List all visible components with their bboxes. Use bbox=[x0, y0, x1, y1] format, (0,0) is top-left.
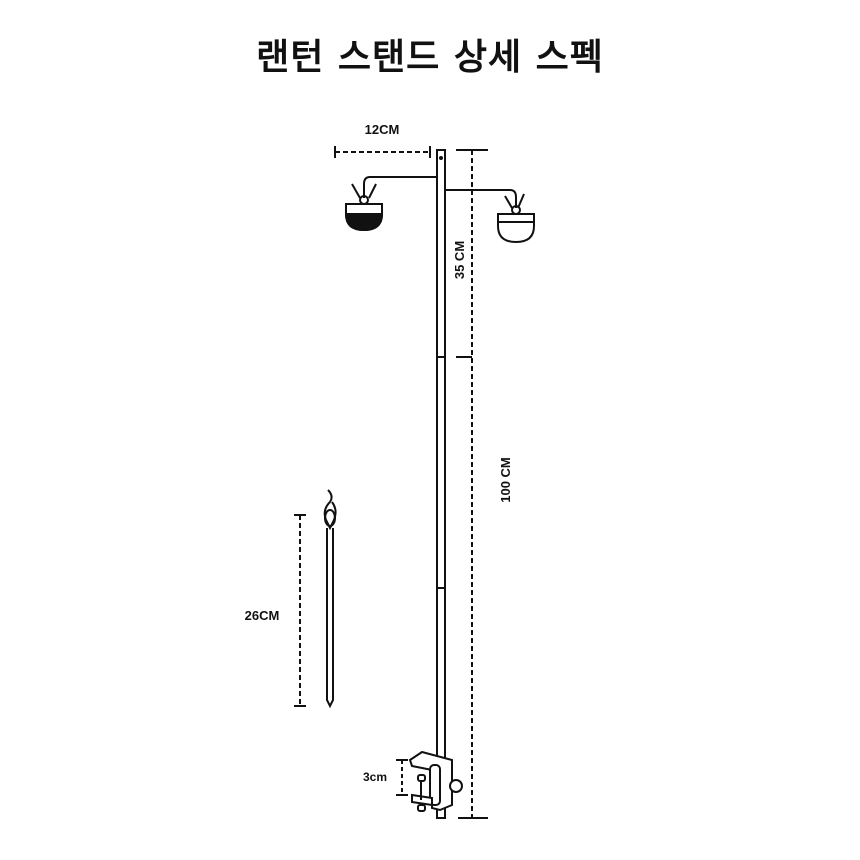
stake-length-label: 26CM bbox=[245, 608, 280, 623]
arm-width-label: 12CM bbox=[365, 122, 400, 137]
clamp-dimension bbox=[396, 759, 408, 796]
clamp bbox=[408, 750, 463, 812]
pole-length-label: 100 CM bbox=[498, 457, 513, 503]
left-lantern bbox=[344, 176, 437, 232]
stake-dimension bbox=[294, 514, 306, 707]
pole-height-dimension bbox=[456, 149, 488, 819]
clamp-opening-label: 3cm bbox=[363, 770, 387, 784]
right-lantern bbox=[445, 189, 535, 244]
ground-stake bbox=[323, 489, 337, 709]
top-section-label: 35 CM bbox=[452, 241, 467, 279]
arm-width-dimension bbox=[334, 146, 431, 158]
pole bbox=[436, 149, 446, 819]
page-title: 랜턴 스탠드 상세 스펙 bbox=[256, 37, 604, 78]
